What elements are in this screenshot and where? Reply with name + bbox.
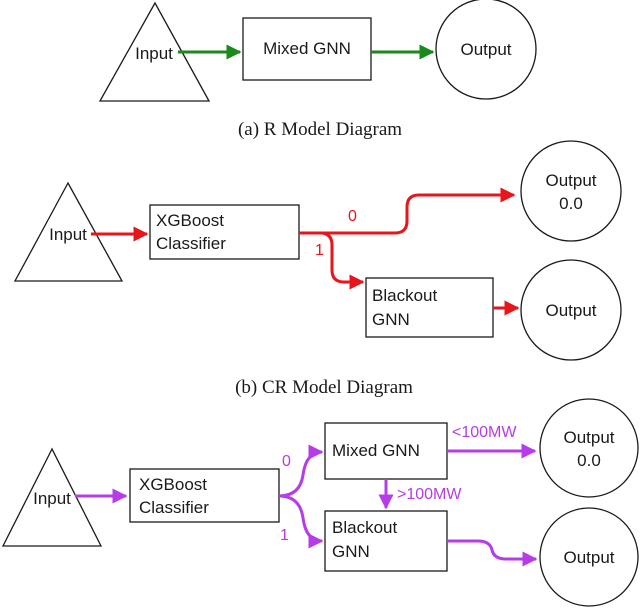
blackout-label-line1: Blackout <box>372 286 437 305</box>
classifier-box <box>129 468 280 523</box>
blackout-label-line1: Blackout <box>332 518 397 537</box>
branch-0-label: 0 <box>348 208 357 225</box>
blackout-label-line2: GNN <box>332 542 370 561</box>
branch-1-arrow <box>278 494 324 549</box>
branch-0-arrow <box>278 444 324 498</box>
mixed-gnn-label: Mixed GNN <box>332 441 420 460</box>
mixed-gnn-label: Mixed GNN <box>263 39 351 58</box>
output-circle <box>520 259 622 361</box>
branch-1-label: 1 <box>315 242 324 259</box>
classifier-label-line1: XGBoost <box>156 211 224 230</box>
caption-b: (b) CR Model Diagram <box>235 377 413 398</box>
classifier-label-line1: XGBoost <box>139 475 207 494</box>
branch-1-label: 1 <box>280 527 289 544</box>
branch-0-arrow <box>299 187 516 235</box>
input-label: Input <box>49 225 87 244</box>
input-triangle <box>13 181 124 282</box>
output-zero-circle <box>520 140 622 242</box>
mixed-gnn-box <box>324 422 448 480</box>
high-threshold-label: >100MW <box>397 486 462 503</box>
branch-0-label: 0 <box>282 453 291 470</box>
output-label: Output <box>460 40 511 59</box>
input-label: Input <box>33 489 71 508</box>
output-zero-label-line2: 0.0 <box>577 451 601 470</box>
output-label: Output <box>563 548 614 567</box>
output-zero-label-line2: 0.0 <box>559 194 583 213</box>
diagram-c: Input XGBoost Classifier 0 1 Mixed GNN <… <box>1 398 639 607</box>
output-zero-circle <box>539 398 639 498</box>
diagram-a: Input Mixed GNN Output (a) R Model Diagr… <box>98 0 537 140</box>
output-zero-label-line1: Output <box>545 171 596 190</box>
classifier-label-line2: Classifier <box>156 234 226 253</box>
mixed-gnn-box <box>242 17 372 81</box>
output-circle <box>435 0 537 100</box>
arrow-blackout-to-output <box>447 539 538 567</box>
low-threshold-label: <100MW <box>452 424 517 441</box>
output-label: Output <box>545 301 596 320</box>
output-circle <box>539 507 639 607</box>
input-label: Input <box>135 44 173 63</box>
caption-a: (a) R Model Diagram <box>238 119 402 140</box>
blackout-label-line2: GNN <box>372 310 410 329</box>
output-zero-label-line1: Output <box>563 428 614 447</box>
branch-1-arrow <box>299 231 365 290</box>
classifier-label-line2: Classifier <box>139 498 209 517</box>
diagram-b: Input XGBoost Classifier 0 1 Output 0.0 … <box>13 140 622 398</box>
